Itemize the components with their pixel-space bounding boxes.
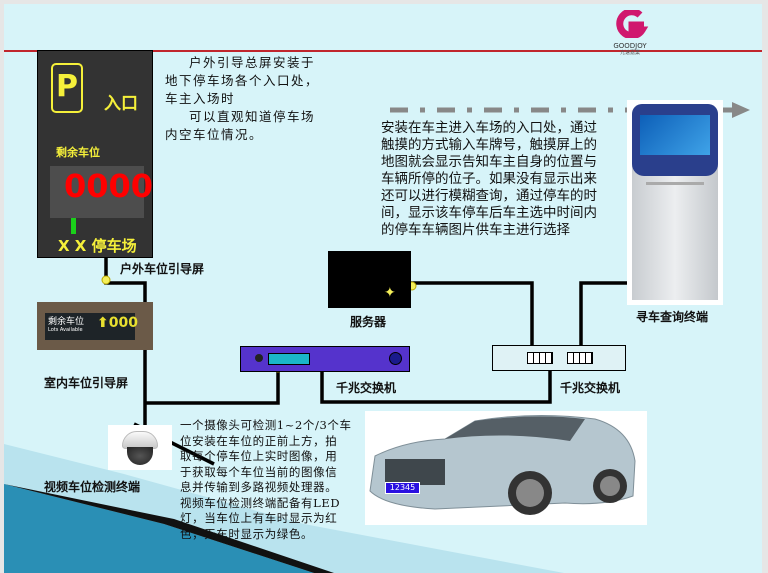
camera-description: 一个摄像头可检测1~2个/3个车 位安装在车位的正前上方，拍 取每个停车位上实时… xyxy=(180,418,365,542)
switch-left xyxy=(240,346,410,372)
indoor-count-value: 000 xyxy=(108,315,138,331)
desc-line: 户外引导总屏安装于 xyxy=(189,55,316,70)
camera-image xyxy=(108,425,172,470)
switch-left-label: 千兆交换机 xyxy=(336,381,397,395)
desc-line: 息并传输到多路视频处理器。 xyxy=(180,480,338,494)
camera-label: 视频车位检测终端 xyxy=(44,480,141,494)
sparkle-icon: ✦ xyxy=(384,285,396,301)
license-plate: 12345 xyxy=(385,482,420,494)
indoor-guidance-screen: 剩余车位 Lots Available ⬆000 xyxy=(37,302,153,350)
switch-right xyxy=(492,345,626,371)
indoor-text: 剩余车位 xyxy=(48,317,85,327)
logo-brand: GOODJOY xyxy=(613,42,647,50)
logo-g-icon xyxy=(616,8,649,40)
desc-line: 于获取每个车位当前的图像信 xyxy=(180,464,338,479)
slide: GOODJOY 光速嘉業 P 入口 剩余车位 0000 X X 停车 xyxy=(4,4,762,573)
logo-sub: 光速嘉業 xyxy=(619,50,640,56)
desc-line: 色，无车时显示为绿色。 xyxy=(180,526,314,541)
desc-line: 的停车车辆图片供车主进行选择 xyxy=(381,222,570,238)
header-divider xyxy=(4,50,762,52)
decoration-wave xyxy=(4,444,564,573)
server-box: ✦ xyxy=(328,251,411,308)
kiosk-screen xyxy=(640,115,710,155)
switch-right-label: 千兆交换机 xyxy=(560,381,621,395)
desc-line: 车主入场时 xyxy=(165,91,236,106)
car-illustration xyxy=(369,414,636,515)
goodjoy-logo: GOODJOY 光速嘉業 xyxy=(600,8,660,56)
kiosk-image xyxy=(627,100,723,305)
port-block xyxy=(268,353,310,365)
desc-line: 取每个停车位上实时图像，用 xyxy=(180,449,338,463)
desc-line: 车辆所停的位子。如果没有显示出来 xyxy=(381,171,597,187)
outdoor-guidance-screen: P 入口 剩余车位 0000 X X 停车场 xyxy=(37,50,153,258)
outdoor-description: 户外引导总屏安装于 地下停车场各个入口处， 车主入场时 可以直观知道停车场 内空… xyxy=(165,54,365,144)
kiosk-label: 寻车查询终端 xyxy=(636,310,709,324)
outdoor-screen-label: 户外车位引导屏 xyxy=(120,262,205,276)
count-display: 0000 xyxy=(50,166,154,218)
server-label: 服务器 xyxy=(350,315,387,329)
desc-line: 地图就会显示告知车主自身的位置与 xyxy=(381,154,597,170)
remaining-count: 0000 xyxy=(64,167,154,205)
parking-p-icon: P xyxy=(51,63,83,113)
remaining-label: 剩余车位 xyxy=(56,146,100,159)
desc-line: 内空车位情况。 xyxy=(165,127,264,142)
desc-line: 视频车位检测终端配备有LED xyxy=(180,495,341,510)
port-block xyxy=(567,352,593,364)
indoor-count: ⬆000 xyxy=(97,315,138,331)
desc-line: 灯，当车位上有车时显示为红 xyxy=(180,511,338,525)
desc-line: 间，显示该车停车后车主选中时间内 xyxy=(381,205,597,221)
desc-line: 安装在车主进入车场的入口处，通过 xyxy=(381,120,597,136)
desc-line: 可以直观知道停车场 xyxy=(189,109,316,124)
indoor-subtext: Lots Available xyxy=(48,327,83,333)
lot-name: X X 停车场 xyxy=(58,237,137,255)
desc-line: 触摸的方式输入车牌号，触摸屏上的 xyxy=(381,137,597,153)
indoor-screen-label: 室内车位引导屏 xyxy=(44,376,129,390)
port-block xyxy=(527,352,553,364)
car-image: 12345 xyxy=(365,411,647,525)
kiosk-description: 安装在车主进入车场的入口处，通过 触摸的方式输入车牌号，触摸屏上的 地图就会显示… xyxy=(381,120,631,239)
arrow-up-icon: ⬆ xyxy=(97,315,109,331)
desc-line: 还可以进行模糊查询，通过停车的时 xyxy=(381,188,597,204)
green-indicator xyxy=(71,218,76,234)
desc-line: 一个摄像头可检测1~2个/3个车 xyxy=(180,418,352,432)
desc-line: 位安装在车位的正前上方，拍 xyxy=(180,433,338,448)
entrance-text: 入口 xyxy=(104,94,138,114)
desc-line: 地下停车场各个入口处， xyxy=(165,73,320,88)
